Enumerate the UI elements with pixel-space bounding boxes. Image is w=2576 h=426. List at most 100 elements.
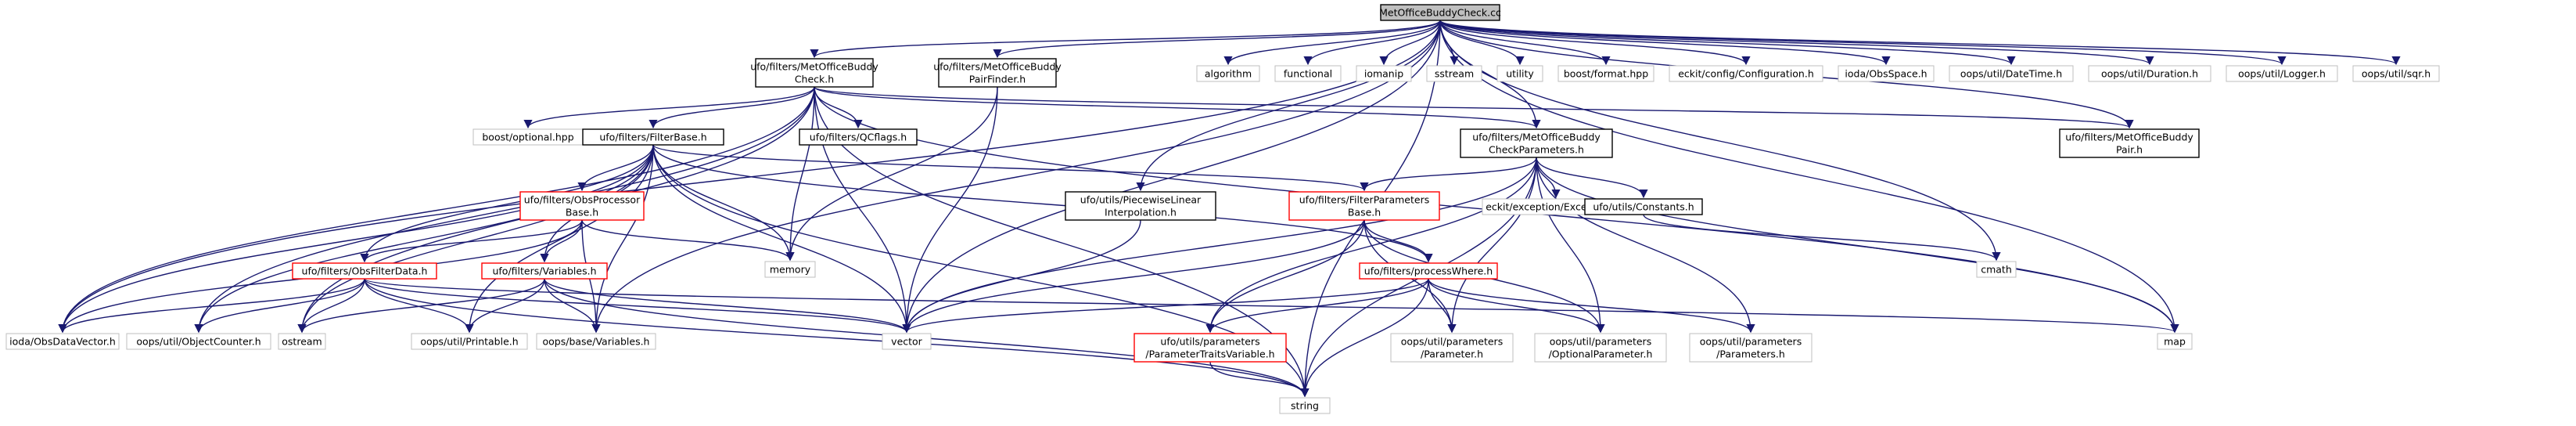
node-label: eckit/config/Configuration.h [1678, 68, 1814, 80]
node-label: ioda/ObsSpace.h [1845, 68, 1927, 80]
node-label: Base.h [1348, 207, 1381, 218]
node-label: ufo/filters/FilterBase.h [599, 132, 706, 143]
node-label: vector [891, 336, 923, 348]
dependency-nodes: MetOfficeBuddyCheck.cc ufo/filters/MetOff… [5, 4, 2440, 414]
node-oops-base-variables: oops/base/Variables.h [536, 333, 656, 350]
include-edge-filterparams_h-to-vector [902, 219, 1365, 334]
node-label: /ParameterTraitsVariable.h [1145, 348, 1274, 360]
node-boost-format: boost/format.hpp [1557, 65, 1654, 82]
node-functional: functional [1274, 65, 1342, 82]
node-ioda-obsspace: ioda/ObsSpace.h [1838, 65, 1935, 82]
node-box [938, 58, 1057, 88]
include-edge-root-to-pairfinder_h [993, 20, 1441, 59]
include-edge-filterbase_h-to-oops_printable [465, 144, 654, 334]
include-edge-root-to-oops_logger [1439, 20, 2287, 66]
include-edge-filterbase_h-to-oops_objectcounter [194, 144, 654, 334]
include-edge-root-to-oops_datetime [1439, 20, 2016, 66]
include-edge-checkparams_h-to-filterparams_h [1360, 157, 1537, 192]
node-label: ostream [282, 336, 322, 348]
include-edge-variables_h-to-ostream [297, 278, 545, 334]
node-label: Interpolation.h [1105, 207, 1177, 218]
node-buddycheck-h[interactable]: ufo/filters/MetOfficeBuddyCheck.h [750, 58, 878, 88]
include-edge-filterbase_h-to-processwhere_h [652, 144, 1433, 263]
node-box [1584, 198, 1703, 215]
node-traitsvariable-h[interactable]: ufo/utils/parameters/ParameterTraitsVari… [1134, 333, 1287, 363]
node-box [411, 333, 528, 350]
include-edge-checkparams_h-to-traitsvariable_h [1205, 157, 1537, 334]
node-vector: vector [882, 333, 932, 350]
node-box [2088, 65, 2211, 82]
node-filterbase-h[interactable]: ufo/filters/FilterBase.h [582, 128, 724, 146]
include-edge-obsfilterdata_h-to-ioda_datavector [58, 278, 365, 334]
node-label: /OptionalParameter.h [1549, 348, 1653, 360]
node-label: oops/util/sqr.h [2362, 68, 2430, 80]
include-edge-checkparams_h-to-oops_optionalparameter [1536, 157, 1605, 334]
node-sstream: sstream [1426, 65, 1482, 82]
node-label: ufo/filters/MetOfficeBuddy [750, 61, 878, 73]
node-label: ufo/filters/QCflags.h [810, 132, 907, 143]
include-edge-filterbase_h-to-vector [652, 144, 911, 334]
include-edge-obsfilterdata_h-to-vector [364, 278, 911, 334]
node-label: ufo/utils/parameters [1160, 336, 1259, 348]
node-box [1196, 65, 1260, 82]
include-edge-root-to-oops_sqr [1439, 20, 2401, 66]
node-box [882, 333, 932, 350]
node-label: /Parameters.h [1716, 348, 1785, 360]
node-box [2226, 65, 2338, 82]
node-ostream: ostream [278, 333, 326, 350]
node-label: ioda/ObsDataVector.h [9, 336, 116, 348]
include-edge-filterparams_h-to-traitsvariable_h [1205, 219, 1365, 334]
include-edge-obsfilterdata_h-to-oops_objectcounter [194, 278, 365, 334]
node-label: oops/util/ObjectCounter.h [136, 336, 260, 348]
include-edge-root-to-eckit_config [1439, 20, 1751, 66]
node-label: utility [1506, 68, 1534, 80]
node-label: ufo/filters/MetOfficeBuddy [1472, 132, 1601, 143]
node-box [799, 128, 918, 146]
include-edge-processwhere_h-to-oops_parameters [1428, 278, 1755, 334]
node-label: oops/util/parameters [1401, 336, 1503, 348]
include-edge-root-to-iomanip [1379, 20, 1441, 66]
node-label: oops/base/Variables.h [543, 336, 650, 348]
node-box [764, 261, 816, 278]
node-box [292, 262, 437, 280]
node-root[interactable]: MetOfficeBuddyCheck.cc [1379, 4, 1501, 21]
node-box [1274, 65, 1342, 82]
node-processwhere-h[interactable]: ufo/filters/processWhere.h [1359, 262, 1498, 280]
include-edge-root-to-utility [1439, 20, 1525, 66]
node-variables-h[interactable]: ufo/filters/Variables.h [481, 262, 608, 280]
node-box [1288, 191, 1440, 221]
include-edge-piecewise_h-to-vector [902, 219, 1141, 334]
node-box [755, 58, 874, 88]
include-edge-checkparams_h-to-oops_parameter [1447, 157, 1537, 334]
node-box [1534, 333, 1667, 363]
node-box [1689, 333, 1813, 363]
node-constants-h[interactable]: ufo/utils/Constants.h [1584, 198, 1703, 215]
node-qcflags-h[interactable]: ufo/filters/QCflags.h [799, 128, 918, 146]
node-oops-sqr: oops/util/sqr.h [2352, 65, 2440, 82]
include-edge-filterbase_h-to-obsfilterdata_h [360, 144, 654, 263]
node-box [1557, 65, 1654, 82]
node-box [1359, 262, 1498, 280]
node-label: cmath [1981, 264, 2012, 276]
include-edge-root-to-ioda_obsspace [1439, 20, 1891, 66]
include-edge-filterbase_h-to-obsprocessor_h [577, 144, 654, 192]
include-edge-processwhere_h-to-traitsvariable_h [1205, 278, 1429, 334]
node-obsfilterdata-h[interactable]: ufo/filters/ObsFilterData.h [292, 262, 437, 280]
include-edge-root-to-oops_duration [1439, 20, 2154, 66]
node-box [5, 333, 120, 350]
node-checkparams-h[interactable]: ufo/filters/MetOfficeBuddyCheckParameter… [1460, 128, 1613, 158]
include-edge-processwhere_h-to-string [1300, 278, 1429, 398]
node-label: ufo/utils/Constants.h [1593, 201, 1694, 213]
include-edge-obsfilterdata_h-to-map [364, 278, 2179, 334]
include-edge-buddycheck_h-to-boost_optional [523, 86, 815, 129]
node-label: CheckParameters.h [1489, 144, 1584, 156]
include-edge-filterbase_h-to-memory [652, 144, 795, 262]
node-oops-parameter: oops/util/parameters/Parameter.h [1390, 333, 1514, 363]
include-edge-root-to-algorithm [1223, 20, 1441, 66]
